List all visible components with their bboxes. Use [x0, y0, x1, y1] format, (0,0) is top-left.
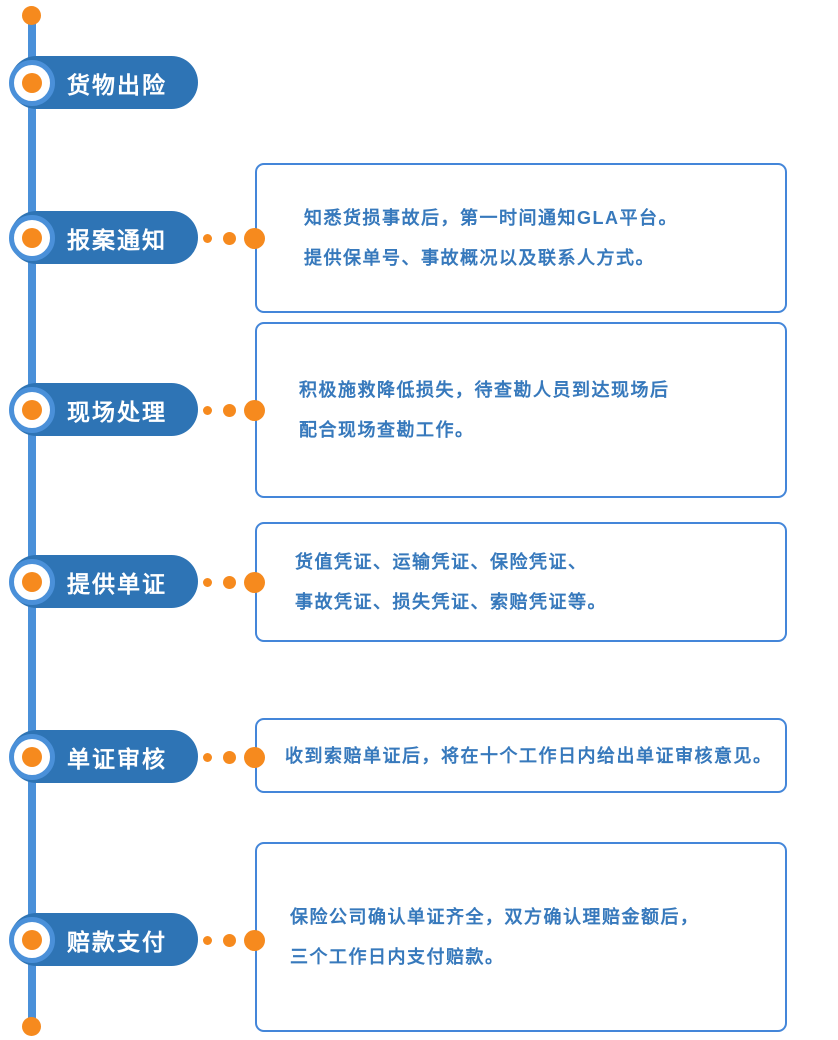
connector-dots-icon [201, 399, 265, 421]
step-label-pill: 现场处理 [10, 383, 198, 436]
connector-dots-icon [201, 929, 265, 951]
step-description-line: 货值凭证、运输凭证、保险凭证、 [295, 552, 588, 572]
step-label: 报案通知 [67, 226, 167, 253]
step-description-line: 保险公司确认单证齐全，双方确认理赔金额后， [290, 907, 700, 927]
step-description-line: 收到索赔单证后，将在十个工作日内给出单证审核意见。 [285, 745, 773, 766]
connector-dots-icon [201, 746, 265, 768]
step-label-pill: 单证审核 [10, 730, 198, 783]
step-label: 现场处理 [67, 398, 167, 425]
timeline-end-dot [22, 1017, 41, 1036]
step-description-line: 知悉货损事故后，第一时间通知GLA平台。 [304, 208, 678, 228]
timeline-line [28, 15, 36, 1027]
step-label-pill: 赔款支付 [10, 913, 198, 966]
step-description-line: 三个工作日内支付赔款。 [290, 947, 505, 967]
step-label: 提供单证 [67, 570, 167, 597]
step-description-line: 配合现场查勘工作。 [299, 420, 475, 440]
step-description-line: 提供保单号、事故概况以及联系人方式。 [304, 248, 655, 268]
step-description-line: 事故凭证、损失凭证、索赔凭证等。 [295, 592, 607, 612]
step-label-pill: 提供单证 [10, 555, 198, 608]
timeline-start-dot [22, 6, 41, 25]
step-label-pill: 货物出险 [10, 56, 198, 109]
step-description-box: 收到索赔单证后，将在十个工作日内给出单证审核意见。 [255, 718, 787, 793]
connector-dots-icon [201, 227, 265, 249]
step-description-box: 积极施救降低损失，待查勘人员到达现场后 配合现场查勘工作。 [255, 322, 787, 498]
step-label: 货物出险 [67, 71, 167, 98]
step-description-line: 积极施救降低损失，待查勘人员到达现场后 [299, 380, 670, 400]
step-label-pill: 报案通知 [10, 211, 198, 264]
step-description-box: 知悉货损事故后，第一时间通知GLA平台。 提供保单号、事故概况以及联系人方式。 [255, 163, 787, 313]
step-label: 赔款支付 [67, 928, 167, 955]
step-description-box: 货值凭证、运输凭证、保险凭证、 事故凭证、损失凭证、索赔凭证等。 [255, 522, 787, 642]
connector-dots-icon [201, 571, 265, 593]
step-description-box: 保险公司确认单证齐全，双方确认理赔金额后， 三个工作日内支付赔款。 [255, 842, 787, 1032]
step-label: 单证审核 [67, 745, 167, 772]
